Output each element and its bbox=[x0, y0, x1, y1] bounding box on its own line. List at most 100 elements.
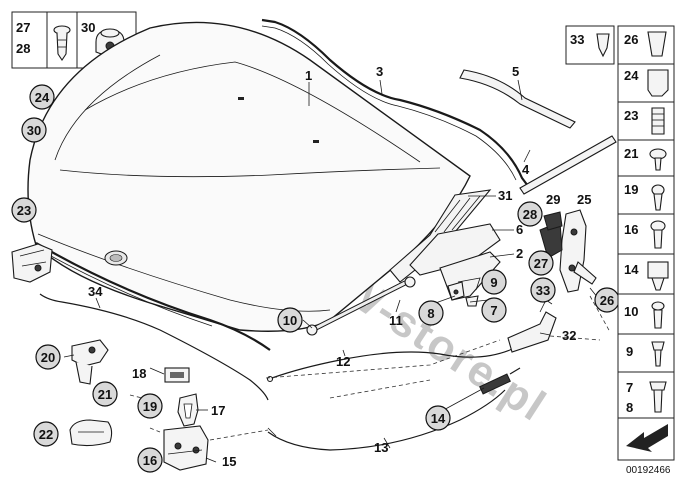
hood-hinge-part-25 bbox=[539, 209, 597, 293]
cover-cap-part-22 bbox=[69, 419, 113, 447]
side-label-9: 9 bbox=[626, 344, 633, 359]
bowden-cable-part-34 bbox=[39, 293, 269, 401]
svg-text:7: 7 bbox=[490, 303, 497, 318]
callout-23: 23 bbox=[11, 197, 37, 223]
side-label-21: 21 bbox=[624, 146, 638, 161]
label-17: 17 bbox=[211, 403, 225, 418]
label-31: 31 bbox=[498, 188, 512, 203]
hood-lock-part-15 bbox=[163, 425, 209, 471]
svg-text:14: 14 bbox=[431, 411, 446, 426]
release-lever-part-20 bbox=[71, 339, 109, 385]
bowden-cable-part-12 bbox=[271, 331, 541, 379]
callout-20: 20 bbox=[35, 344, 61, 370]
clip-part-17 bbox=[177, 393, 199, 427]
callout-10: 10 bbox=[277, 307, 303, 333]
buffer-part-29 bbox=[543, 211, 563, 231]
gas-strut-part-11 bbox=[306, 276, 416, 336]
label-11: 11 bbox=[389, 313, 403, 328]
lock-hardware-parts bbox=[447, 281, 479, 307]
label-13: 13 bbox=[374, 440, 388, 455]
svg-text:19: 19 bbox=[143, 399, 157, 414]
direction-arrow-icon bbox=[626, 424, 668, 452]
svg-text:22: 22 bbox=[39, 427, 53, 442]
svg-text:26: 26 bbox=[600, 293, 614, 308]
callout-22: 22 bbox=[33, 421, 59, 447]
callout-7: 7 bbox=[481, 297, 507, 323]
svg-text:20: 20 bbox=[41, 350, 55, 365]
svg-text:10: 10 bbox=[283, 313, 297, 328]
svg-text:21: 21 bbox=[98, 387, 112, 402]
callout-19: 19 bbox=[137, 393, 163, 419]
svg-text:23: 23 bbox=[17, 203, 31, 218]
side-label-8: 8 bbox=[626, 400, 633, 415]
clip-icon bbox=[53, 25, 71, 61]
callout-33: 33 bbox=[530, 277, 556, 303]
box-label-30: 30 bbox=[81, 20, 95, 35]
callout-8: 8 bbox=[418, 300, 444, 326]
svg-text:28: 28 bbox=[523, 207, 537, 222]
svg-text:8: 8 bbox=[427, 306, 434, 321]
top-left-parts-box: 27 28 30 bbox=[11, 11, 137, 69]
bmw-emblem bbox=[104, 250, 128, 266]
side-row-14: 14 bbox=[617, 253, 675, 295]
side-label-26: 26 bbox=[624, 32, 638, 47]
side-label-7: 7 bbox=[626, 380, 633, 395]
side-row-24: 24 bbox=[617, 63, 675, 103]
label-29: 29 bbox=[546, 192, 560, 207]
side-row-9: 9 bbox=[617, 333, 675, 373]
label-1: 1 bbox=[305, 68, 312, 83]
label-4: 4 bbox=[522, 162, 530, 177]
svg-text:9: 9 bbox=[490, 275, 497, 290]
bracket-part-18 bbox=[164, 367, 190, 383]
side-row-21: 21 bbox=[617, 139, 675, 177]
label-25: 25 bbox=[577, 192, 591, 207]
svg-text:16: 16 bbox=[143, 453, 157, 468]
box-label-27: 27 bbox=[16, 20, 30, 35]
seal-strip-part-5 bbox=[459, 69, 576, 129]
label-34: 34 bbox=[88, 284, 103, 299]
side-label-33: 33 bbox=[570, 32, 584, 47]
callout-21: 21 bbox=[92, 381, 118, 407]
svg-text:30: 30 bbox=[27, 123, 41, 138]
callout-30: 30 bbox=[21, 117, 47, 143]
svg-text:24: 24 bbox=[35, 90, 50, 105]
side-row-7-8: 7 8 bbox=[617, 371, 675, 419]
document-number: 00192466 bbox=[626, 465, 671, 476]
label-6: 6 bbox=[516, 222, 523, 237]
label-2: 2 bbox=[516, 246, 523, 261]
callout-9: 9 bbox=[481, 269, 507, 295]
label-18: 18 bbox=[132, 366, 146, 381]
side-label-16: 16 bbox=[624, 222, 638, 237]
front-seal-strip bbox=[35, 242, 271, 351]
callout-28: 28 bbox=[517, 201, 543, 227]
box-label-28: 28 bbox=[16, 41, 30, 56]
side-label-14: 14 bbox=[624, 262, 639, 277]
side-row-16: 16 bbox=[617, 213, 675, 255]
label-32: 32 bbox=[562, 328, 576, 343]
side-label-10: 10 bbox=[624, 304, 638, 319]
seal-strip-part-4 bbox=[519, 135, 617, 195]
side-label-24: 24 bbox=[624, 68, 639, 83]
svg-text:33: 33 bbox=[536, 283, 550, 298]
side-row-10: 10 bbox=[617, 293, 675, 335]
label-5: 5 bbox=[512, 64, 519, 79]
cable-end-part-14 bbox=[479, 367, 521, 395]
side-row-23: 23 bbox=[617, 101, 675, 141]
callout-16: 16 bbox=[137, 447, 163, 473]
label-3: 3 bbox=[376, 64, 383, 79]
callout-26: 26 bbox=[594, 287, 620, 313]
side-label-19: 19 bbox=[624, 182, 638, 197]
bowden-cable-part-13 bbox=[267, 389, 506, 451]
left-hood-lock bbox=[11, 243, 53, 283]
side-row-19: 19 bbox=[617, 175, 675, 215]
svg-text:27: 27 bbox=[534, 256, 548, 271]
label-12: 12 bbox=[336, 354, 350, 369]
hood-seal-part-3 bbox=[261, 18, 529, 187]
callout-14: 14 bbox=[425, 405, 451, 431]
side-label-23: 23 bbox=[624, 108, 638, 123]
callout-27: 27 bbox=[528, 250, 554, 276]
fastener-parts-column: 33 26 24 23 21 19 bbox=[565, 25, 675, 461]
side-row-arrow bbox=[617, 417, 675, 461]
callout-24: 24 bbox=[29, 84, 55, 110]
